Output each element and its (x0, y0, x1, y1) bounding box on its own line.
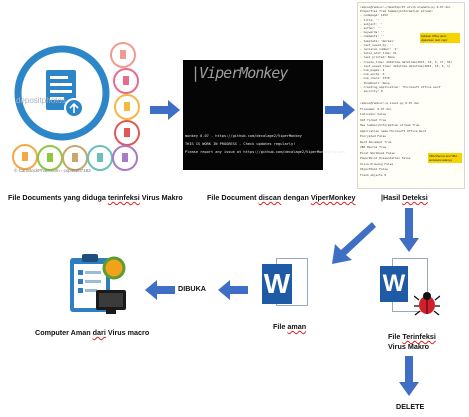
doc-circle-icon (114, 120, 140, 146)
result-line: - last_printed: None (360, 55, 395, 60)
result-line: - num_words: 0 (360, 72, 385, 77)
arrow-left-icon (145, 280, 175, 300)
result-line: Visio Drawing False (360, 161, 394, 166)
infected-file-label-1: File Terinfeksi (388, 332, 436, 341)
result-line: Flash objects 0 (360, 172, 387, 177)
result-line: - last_saved_time: datetime.datetime(201… (360, 63, 451, 68)
detection-result-screenshot: remnux@remnux:~/desktop/07 olvl$ olemeta… (357, 2, 465, 189)
doc-circle-icon (87, 145, 113, 171)
arrow-right-icon (325, 100, 355, 120)
safe-file-icon: W (262, 258, 308, 312)
result-line: Application name Microsoft Office Word (360, 128, 427, 133)
watermark-credit: © CanStockPhoto.com - csp45207183 (14, 168, 91, 173)
terminal-line: Please report any issue at https://githu… (185, 150, 346, 154)
dibuka-label: DIBUKA (178, 284, 206, 293)
delete-label: DELETE (396, 402, 425, 411)
hasil-label: |Hasil Deteksi (381, 193, 428, 202)
result-line: - creating_application: 'Microsoft offic… (360, 84, 442, 89)
note-bottom: VBA Macros and VBA terdeteksi adanya (428, 153, 462, 163)
result-line: ObjectPool False (360, 167, 388, 171)
result-line: remnux@remnux:~/desktop/07 olvl$ olemeta… (360, 5, 451, 9)
note-top: Aplikasi Office akan dijalankan oleh mgc… (420, 33, 460, 43)
scan-label: File Document discan dengan ViperMonkey (207, 193, 356, 202)
result-line: - title: '' (360, 17, 380, 22)
arrow-right-icon (150, 100, 180, 120)
result-line: PowerPoint Presentation False (360, 156, 411, 160)
result-line: VBA Macros True (360, 145, 387, 149)
word-icon: W (380, 266, 408, 302)
documents-label: File Documents yang diduga terinfeksi Vi… (8, 193, 183, 202)
result-line: Word Document True (360, 139, 392, 144)
watermark-logo: depositphotos (16, 96, 66, 105)
result-line: OLE format True (360, 117, 387, 122)
result-line: remnux@remnux:~$ oleid.py 0-07.doc (360, 101, 420, 105)
doc-circle-icon (114, 94, 140, 120)
arrow-left-icon (218, 280, 248, 300)
result-line: - revision_number: '2' (360, 47, 399, 51)
result-line: - comments: '' (360, 34, 385, 39)
safe-file-label: File aman (273, 322, 307, 331)
documents-graphic (14, 45, 110, 141)
result-line: - template: 'Normal' (360, 38, 395, 43)
infected-file-icon: W (378, 258, 444, 328)
result-line: - codepage: 1252 (360, 13, 388, 18)
result-line: Indicator Value (360, 112, 387, 116)
result-line: - security: 0 (360, 89, 383, 93)
result-line: - keywords: '' (360, 30, 385, 35)
result-line: - subject: '' (360, 21, 383, 26)
doc-circle-icon (62, 145, 88, 171)
documents-illustration: depositphotos © CanStockPhoto.com - csp4… (10, 38, 150, 173)
arrow-down-icon (399, 208, 419, 252)
doc-circle-icon (113, 68, 139, 94)
terminal-line: THIS IS WORK IN PROGRESS - Check updates… (185, 142, 296, 146)
result-line: Has SummaryInformation stream True (360, 123, 420, 127)
clipboard-computer-icon (70, 254, 126, 314)
terminal-line: monkey 0.07 - https://github.com/decalag… (185, 134, 302, 138)
arrow-down-icon (399, 356, 419, 396)
result-line: - create_time: datetime.datetime(2015, 1… (360, 59, 453, 64)
result-line: Encrypted False (360, 134, 387, 138)
infected-file-label-2: Virus Makro (388, 342, 430, 351)
result-line: - last_saved_by: '' (360, 42, 394, 47)
doc-circle-icon (37, 145, 63, 171)
result-line: - num_chars: 3370 (360, 76, 390, 81)
computer-label: Computer Aman dari Virus macro (35, 328, 150, 337)
vipermonkey-terminal: |ViperMonkey monkey 0.07 - https://githu… (183, 60, 345, 170)
arrow-diagonal-icon (332, 222, 376, 264)
result-line: - thumbnail: None (360, 80, 390, 85)
doc-circle-icon (110, 42, 136, 68)
word-icon: W (262, 264, 292, 304)
safe-computer-illustration (66, 252, 128, 317)
result-line: - total_edit_time: 0L (360, 51, 397, 56)
result-line: - num_pages: 1 (360, 68, 385, 72)
result-line: - author: '' (360, 26, 381, 30)
result-line: Properties from SummaryInformation strea… (360, 9, 434, 14)
doc-circle-icon (12, 144, 38, 170)
virus-bug-icon (414, 292, 440, 316)
result-line: Filename: 0-07.doc (360, 106, 392, 111)
doc-circle-icon (112, 145, 138, 171)
result-line: Excel Workbook False (360, 150, 395, 155)
terminal-banner: |ViperMonkey (191, 64, 288, 82)
